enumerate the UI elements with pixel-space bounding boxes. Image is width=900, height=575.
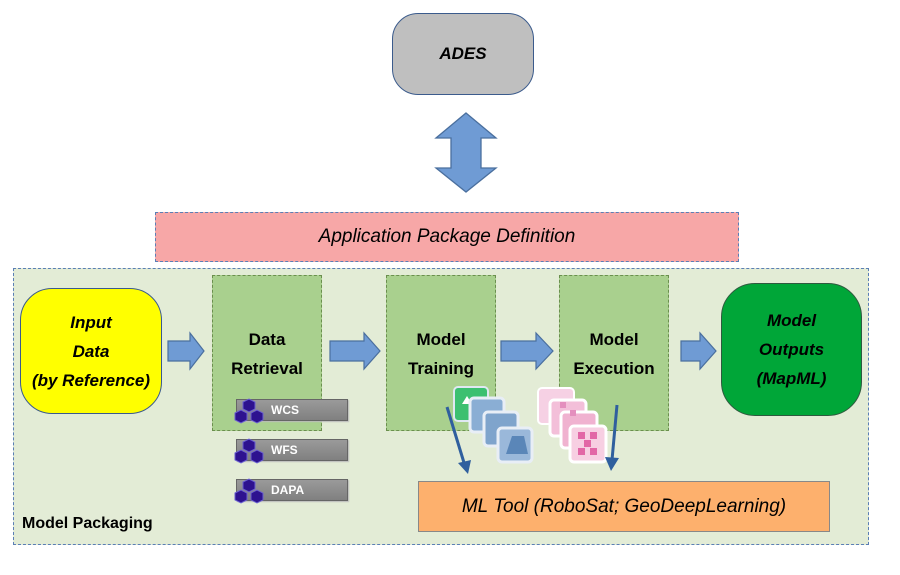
- ades-box: ADES: [392, 13, 534, 95]
- wcs-service-badge: WCS: [234, 398, 348, 424]
- training-line-1: Model: [416, 330, 466, 349]
- input-data-node: Input Data (by Reference): [20, 288, 162, 414]
- outputs-line-1: Model: [766, 311, 817, 330]
- application-package-label: Application Package Definition: [318, 226, 576, 247]
- input-line-1: Input: [70, 312, 112, 332]
- dapa-label: DAPA: [271, 483, 305, 497]
- double-arrow: [434, 112, 498, 193]
- model-execution-node: Model Execution: [559, 275, 669, 431]
- outputs-line-3: (MapML): [756, 369, 827, 388]
- retrieval-line-1: Data: [248, 330, 286, 349]
- retrieval-line-2: Retrieval: [231, 359, 303, 378]
- ml-tool-box: ML Tool (RoboSat; GeoDeepLearning): [418, 481, 830, 532]
- hexagon-cluster-icon: [234, 398, 264, 424]
- model-outputs-node: Model Outputs (MapML): [721, 283, 862, 416]
- input-line-2: Data: [72, 341, 110, 361]
- wfs-service-badge: WFS: [234, 438, 348, 464]
- ades-label: ADES: [439, 44, 487, 63]
- model-packaging-label: Model Packaging: [22, 515, 153, 532]
- model-training-node: Model Training: [386, 275, 496, 431]
- input-line-3: (by Reference): [31, 370, 151, 390]
- hexagon-cluster-icon: [234, 478, 264, 504]
- wcs-label: WCS: [271, 403, 299, 417]
- dapa-service-badge: DAPA: [234, 478, 348, 504]
- outputs-line-2: Outputs: [758, 340, 825, 359]
- wfs-label: WFS: [271, 443, 298, 457]
- training-line-2: Training: [407, 359, 475, 378]
- hexagon-cluster-icon: [234, 438, 264, 464]
- application-package-box: Application Package Definition: [155, 212, 739, 262]
- execution-line-2: Execution: [573, 359, 655, 378]
- ml-tool-label: ML Tool (RoboSat; GeoDeepLearning): [461, 495, 787, 517]
- execution-line-1: Model: [589, 330, 639, 349]
